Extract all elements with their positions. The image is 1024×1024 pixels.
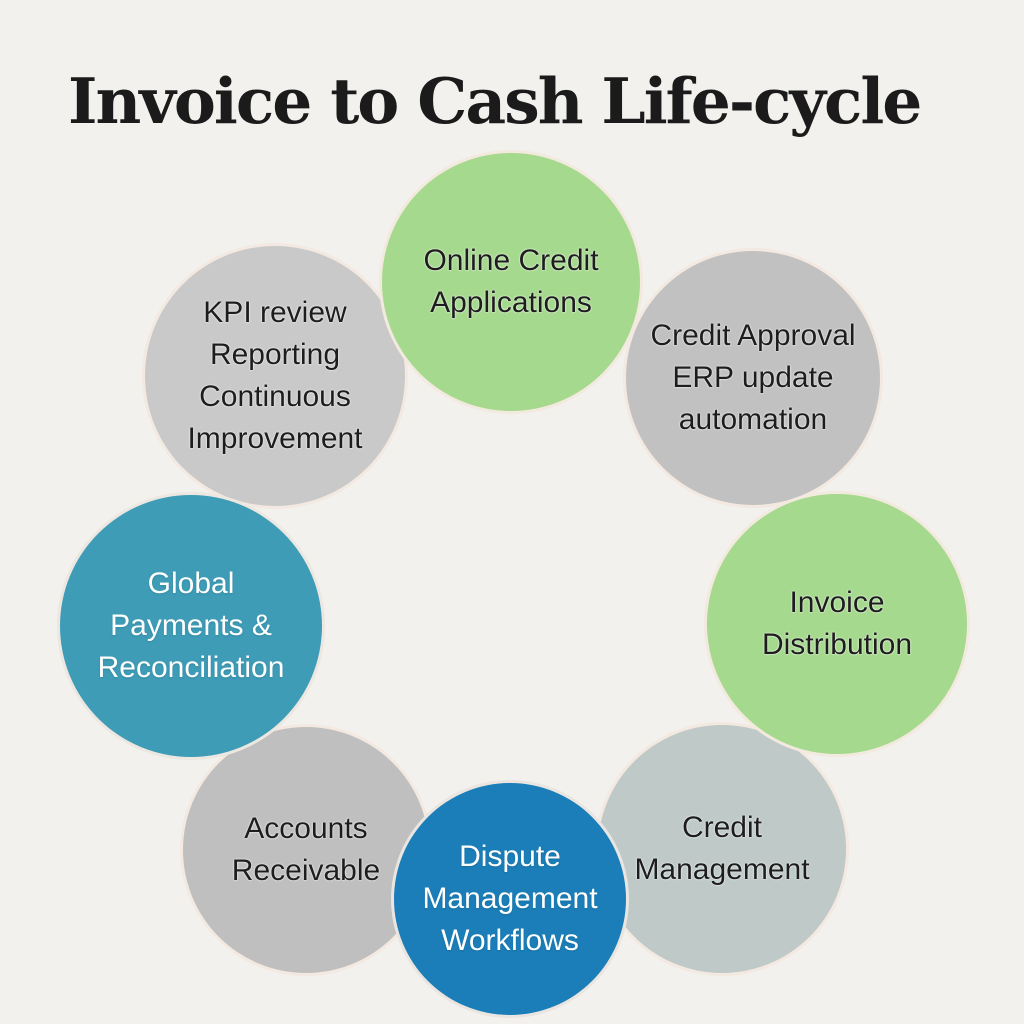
cycle-node-label: KPI review Reporting Continuous Improvem…	[187, 296, 363, 455]
cycle-node-online-credit-applications: Online Credit Applications	[379, 150, 643, 414]
page-title: Invoice to Cash Life-cycle	[68, 64, 922, 139]
cycle-node-label: Credit Approval ERP update automation	[650, 319, 856, 436]
cycle-node-label: Credit Management	[634, 811, 810, 886]
cycle-node-label: Dispute Management Workflows	[422, 840, 598, 957]
cycle-node-label: Global Payments & Reconciliation	[97, 567, 285, 684]
cycle-node-label: Invoice Distribution	[761, 586, 913, 661]
cycle-node-kpi-review-reporting-continuous-improvement: KPI review Reporting Continuous Improvem…	[142, 243, 408, 509]
cycle-node-credit-approval-erp-update-automation: Credit Approval ERP update automation	[623, 248, 883, 508]
cycle-node-invoice-distribution: Invoice Distribution	[704, 491, 970, 757]
cycle-node-label: Accounts Receivable	[231, 812, 381, 887]
cycle-node-accounts-receivable: Accounts Receivable	[180, 724, 432, 976]
cycle-node-label: Online Credit Applications	[423, 244, 599, 319]
cycle-node-credit-management: Credit Management	[595, 722, 849, 976]
cycle-node-dispute-management-workflows: Dispute Management Workflows	[391, 780, 629, 1018]
cycle-node-global-payments-reconciliation: Global Payments & Reconciliation	[57, 492, 325, 760]
